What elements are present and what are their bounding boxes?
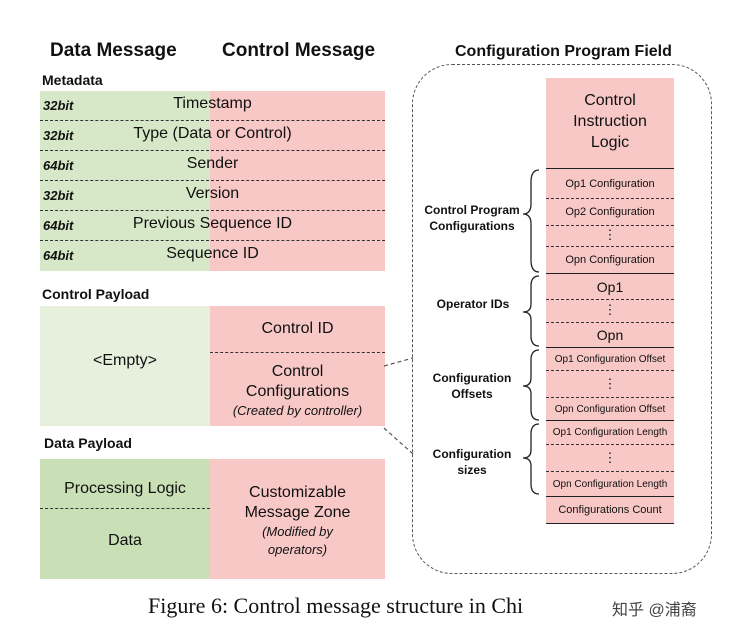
op1-configuration: Op1 Configuration xyxy=(565,178,655,190)
op1-config-offset: Op1 Configuration Offset xyxy=(554,353,666,365)
control-id: Control ID xyxy=(261,320,334,337)
figure-caption: Figure 6: Control message structure in C… xyxy=(148,593,524,618)
customizable-zone-label: Customizable Message Zone xyxy=(244,484,351,521)
field-name: Sequence ID xyxy=(166,245,259,262)
control-instruction-logic-label: Control Instruction Logic xyxy=(573,92,647,151)
bit-width: 32bit xyxy=(43,128,74,143)
field-name: Type (Data or Control) xyxy=(133,125,292,142)
brace-icon xyxy=(522,169,540,273)
connector-lines xyxy=(383,357,414,455)
control-message-header: Control Message xyxy=(222,40,376,61)
empty-payload-box xyxy=(40,306,210,426)
configurations-count: Configurations Count xyxy=(558,504,662,516)
opn-configuration: Opn Configuration xyxy=(565,254,655,266)
control-payload-box xyxy=(210,306,385,426)
field-name: Timestamp xyxy=(173,95,252,112)
processing-logic: Processing Logic xyxy=(64,480,186,497)
ellipsis: ⋮ xyxy=(603,376,617,391)
opn-id: Opn xyxy=(596,327,624,343)
customizable-zone-box xyxy=(210,459,385,579)
modified-by-operators-note: (Modified by operators) xyxy=(262,524,333,557)
control-payload-section-label: Control Payload xyxy=(42,286,150,302)
brace-icon xyxy=(522,275,540,347)
op1-id: Op1 xyxy=(596,279,624,295)
opn-config-length: Opn Configuration Length xyxy=(552,478,668,490)
metadata-section-label: Metadata xyxy=(42,72,103,88)
metadata-row: 32bit Timestamp xyxy=(40,91,385,121)
bit-width: 64bit xyxy=(43,218,74,233)
data-payload-section-label: Data Payload xyxy=(44,435,132,451)
ellipsis: ⋮ xyxy=(603,227,617,242)
opn-config-offset: Opn Configuration Offset xyxy=(554,403,666,415)
op2-configuration: Op2 Configuration xyxy=(565,206,655,218)
bit-width: 64bit xyxy=(43,248,74,263)
metadata-row: 64bit Sender xyxy=(40,151,385,181)
op1-config-length: Op1 Configuration Length xyxy=(552,426,668,438)
program-field-container xyxy=(412,64,712,574)
metadata-row: 32bit Version xyxy=(40,181,385,211)
ellipsis: ⋮ xyxy=(603,302,617,317)
config-program-field-header: Configuration Program Field xyxy=(455,43,672,60)
watermark: 知乎 @浦裔 xyxy=(612,602,697,619)
brace-icon xyxy=(522,349,540,421)
field-name: Previous Sequence ID xyxy=(132,215,293,232)
control-configurations: Control Configurations (Created by contr… xyxy=(210,362,385,420)
operator-ids-label: Operator IDs xyxy=(436,297,510,311)
brace-icon xyxy=(522,423,540,495)
control-program-configurations-label: Control Program Configurations xyxy=(424,203,520,233)
bit-width: 64bit xyxy=(43,158,74,173)
customizable-zone: Customizable Message Zone (Modified by o… xyxy=(210,483,385,559)
control-configurations-label: Control Configurations xyxy=(245,363,350,400)
metadata-row: 64bit Sequence ID xyxy=(40,241,385,271)
brace-group xyxy=(522,169,540,495)
created-by-controller-note: (Created by controller) xyxy=(232,403,363,418)
field-name: Sender xyxy=(186,155,239,172)
data-payload-box xyxy=(40,459,210,579)
program-field-column xyxy=(546,78,674,524)
metadata-row: 32bit Type (Data or Control) xyxy=(40,121,385,151)
configuration-offsets-label: Configuration Offsets xyxy=(432,371,512,401)
metadata-row: 64bit Previous Sequence ID xyxy=(40,211,385,241)
configuration-sizes-label: Configuration sizes xyxy=(432,447,512,477)
bit-width: 32bit xyxy=(43,188,74,203)
control-instruction-logic: Control Instruction Logic xyxy=(546,90,674,153)
empty-label: <Empty> xyxy=(92,352,158,369)
bit-width: 32bit xyxy=(43,98,74,113)
data-message-header: Data Message xyxy=(50,40,177,61)
data-field: Data xyxy=(108,532,142,549)
ellipsis: ⋮ xyxy=(603,450,617,465)
field-name: Version xyxy=(185,185,240,202)
